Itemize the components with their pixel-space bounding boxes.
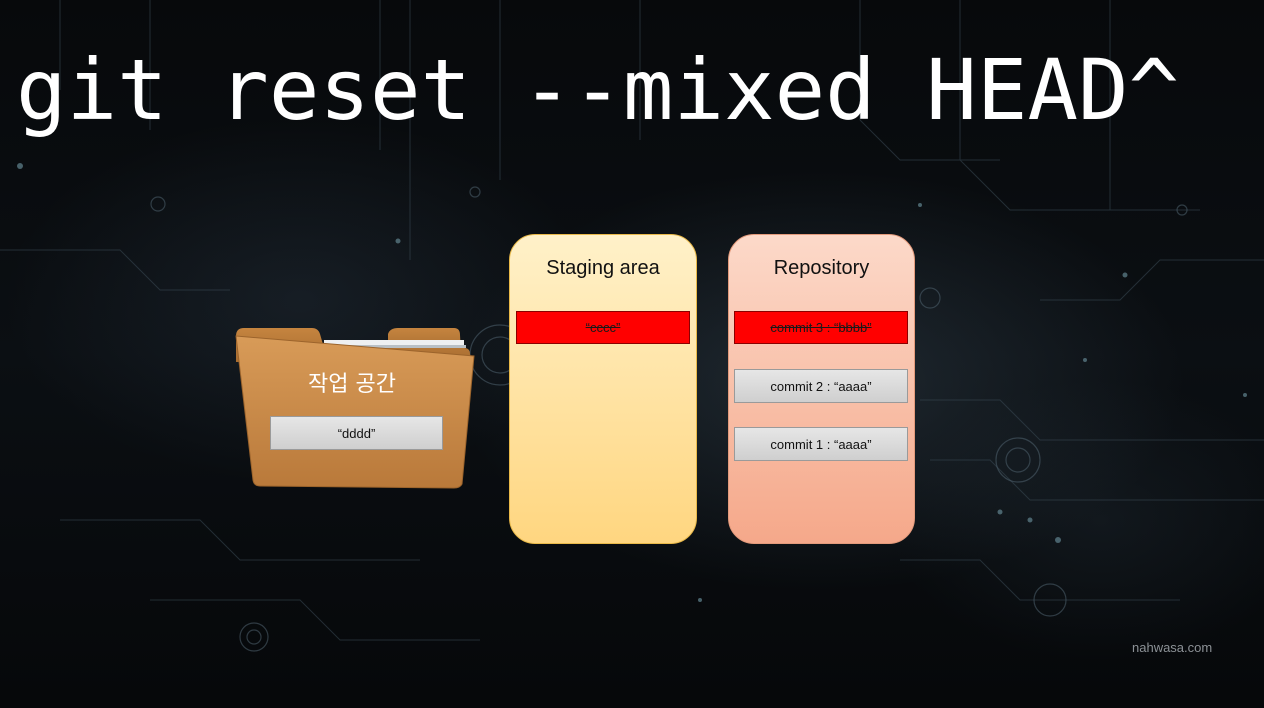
repository-title: Repository xyxy=(773,257,870,279)
working-file-box: “dddd” xyxy=(270,416,443,450)
slide-title: git reset --mixed HEAD^ xyxy=(16,41,1180,139)
staging-area-title: Staging area xyxy=(546,257,660,279)
folder-icon xyxy=(235,328,475,489)
watermark: nahwasa.com xyxy=(1132,640,1213,655)
working-area-label: 작업 공간 xyxy=(308,372,396,397)
staging-removed-item: “cccc” xyxy=(516,311,690,344)
working-area-folder: 작업 공간 xyxy=(232,326,480,490)
staging-area-panel: Staging area xyxy=(509,234,697,544)
commit-3-box: commit 3 : “bbbb” xyxy=(734,311,908,344)
commit-2-box: commit 2 : “aaaa” xyxy=(734,369,908,403)
commit-1-box: commit 1 : “aaaa” xyxy=(734,427,908,461)
